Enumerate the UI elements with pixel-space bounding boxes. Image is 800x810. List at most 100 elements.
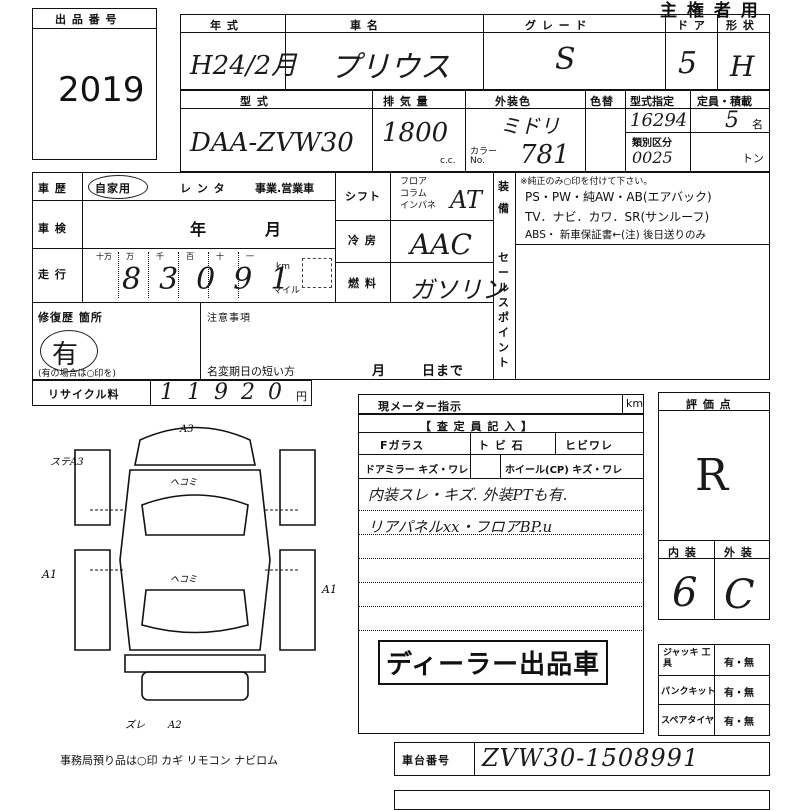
designation-value: 16294 <box>630 110 688 131</box>
mileage-digit-label: 千 <box>156 252 164 261</box>
listing-number: 2019 <box>58 70 145 110</box>
mileage-digit-label: 万 <box>126 252 134 261</box>
color-label: 外装色 <box>495 95 531 108</box>
category-value: 0025 <box>632 148 673 167</box>
wheel[interactable]: ホイール(CP) キズ・ワレ <box>505 465 623 476</box>
color-change-label: 色替 <box>590 95 614 108</box>
year-value: H24/2月 <box>190 51 298 81</box>
inspector-box <box>358 414 644 734</box>
chassis-label: 車台番号 <box>402 754 450 767</box>
jack-value[interactable]: 有・無 <box>724 658 754 669</box>
diagram-mark-center: ヘコミ <box>170 575 197 585</box>
color-value: ミドリ <box>500 114 560 138</box>
listing-number-box <box>32 8 157 160</box>
repair-note: (有の場合は○印を) <box>38 369 116 379</box>
recycle-unit: 円 <box>296 390 307 403</box>
mileage-digit-divider <box>118 252 119 298</box>
hibiware[interactable]: ヒビワレ <box>565 439 613 452</box>
history-rental[interactable]: レ ン タ <box>180 182 226 195</box>
history-label: 車 歴 <box>38 182 67 195</box>
name-change-label: 名変期日の短い方 <box>207 365 295 378</box>
interior-label: 内 装 <box>668 546 697 559</box>
mileage-digit-divider <box>148 252 149 298</box>
displacement-unit: c.c. <box>440 156 456 166</box>
shift-label: シフト <box>345 190 381 203</box>
recycle-label: リサイクル料 <box>48 388 120 401</box>
displacement-value: 1800 <box>382 118 449 148</box>
equipment-line3[interactable]: ABS・ 新車保証書←(注) 後日送りのみ <box>525 229 707 241</box>
equipment-line2[interactable]: TV．ナビ．カワ．SR(サンルーフ) <box>525 210 710 224</box>
meter-box <box>358 394 644 414</box>
chassis-box <box>394 742 770 776</box>
name-value: プリウス <box>330 50 450 85</box>
equipment-line1[interactable]: PS・PW・純AW・AB(エアバック) <box>525 190 712 204</box>
door-mirror[interactable]: ドアミラー キズ・ワレ <box>365 465 469 476</box>
shift-option-floor[interactable]: フロア <box>400 177 428 187</box>
car-diagram: ヘコミ ヘコミ A3 ステA3 A1 A1 ズレ A2 <box>41 424 337 730</box>
designation-label: 型式指定 <box>630 95 674 108</box>
inspector-title: 【 査 定 員 記 入 】 <box>420 420 533 433</box>
shape-value: H <box>730 50 755 83</box>
shift-option-column[interactable]: コラム <box>400 189 427 199</box>
ruled-line <box>358 558 644 559</box>
diagram-mark-a1-right: A1 <box>321 583 337 596</box>
spare-value[interactable]: 有・無 <box>724 717 754 728</box>
shift-option-panel[interactable]: インパネ <box>400 201 437 211</box>
top-row <box>180 14 770 90</box>
spare-label: スペアタイヤ <box>661 716 715 726</box>
year-label: 年 式 <box>210 19 239 32</box>
vehicle-info-block <box>32 172 770 380</box>
model-value: DAA-ZVW30 <box>190 128 354 158</box>
name-label: 車 名 <box>350 19 379 32</box>
doors-label: ド ア <box>677 19 706 32</box>
evaluation-score: R <box>695 450 729 501</box>
equipment-note: ※純正のみ○印を付けて下さい。 <box>520 177 653 187</box>
ruled-line <box>358 582 644 583</box>
diagram-mark-zure: ズレ <box>125 719 145 730</box>
tobi-ishi[interactable]: ト ビ 石 <box>478 439 524 452</box>
repair-label: 修復歴 箇所 <box>38 311 103 324</box>
capacity-unit: 名 <box>752 118 763 131</box>
mileage-digit-divider <box>178 252 179 298</box>
sales-point-label: セールスポイント <box>498 251 510 369</box>
mileage-checkbox[interactable] <box>302 258 332 288</box>
inspector-note-2: リアパネルxx・フロアBP.u <box>368 518 553 536</box>
recycle-box <box>32 380 312 406</box>
grade-value: S <box>555 42 576 77</box>
bottom-box <box>394 790 770 810</box>
exterior-label: 外 装 <box>724 546 753 559</box>
diagram-footer: 事務局預り品は○印 カギ リモコン ナビロム <box>60 754 279 767</box>
f-glass[interactable]: Fガラス <box>380 439 425 452</box>
name-change-day: 日まで <box>422 364 465 379</box>
ruled-line <box>358 606 644 607</box>
puncture-label: パンクキット <box>661 687 716 697</box>
mileage-label: 走 行 <box>38 268 67 281</box>
ac-value: AAC <box>410 228 472 261</box>
mileage-digit-label: 一 <box>246 252 254 261</box>
dealer-stamp: ディーラー出品車 <box>378 640 609 685</box>
mileage-digit-label: 百 <box>186 252 194 261</box>
color-no-value: 781 <box>520 140 570 170</box>
listing-number-label: 出 品 番 号 <box>55 13 118 26</box>
history-business[interactable]: 事業.営業車 <box>255 182 315 195</box>
shape-label: 形 状 <box>726 19 755 32</box>
diagram-mark-front: ヘコミ <box>170 478 197 488</box>
puncture-value[interactable]: 有・無 <box>724 688 754 699</box>
color-no-label: カラー No. <box>470 147 498 166</box>
meter-label: 現メーター指示 <box>378 400 462 413</box>
diagram-mark-a2: A2 <box>167 720 182 730</box>
jack-label: ジャッキ 工 具 <box>663 648 711 669</box>
mileage-digit-label: 十万 <box>96 252 112 261</box>
mileage-digit-divider <box>208 252 209 298</box>
mileage-unit-km[interactable]: km <box>276 262 290 272</box>
inspection-month: 月 <box>265 220 283 239</box>
capacity-value: 5 <box>725 108 739 133</box>
category-label: 類別区分 <box>632 138 672 149</box>
load-unit: トン <box>742 152 764 165</box>
mileage-unit-mile[interactable]: マイル <box>273 286 301 296</box>
ruled-line <box>358 630 644 631</box>
fuel-label: 燃 料 <box>348 277 377 290</box>
mileage-digit-divider <box>238 252 239 298</box>
ruled-line <box>358 534 644 535</box>
ruled-line <box>358 510 644 511</box>
